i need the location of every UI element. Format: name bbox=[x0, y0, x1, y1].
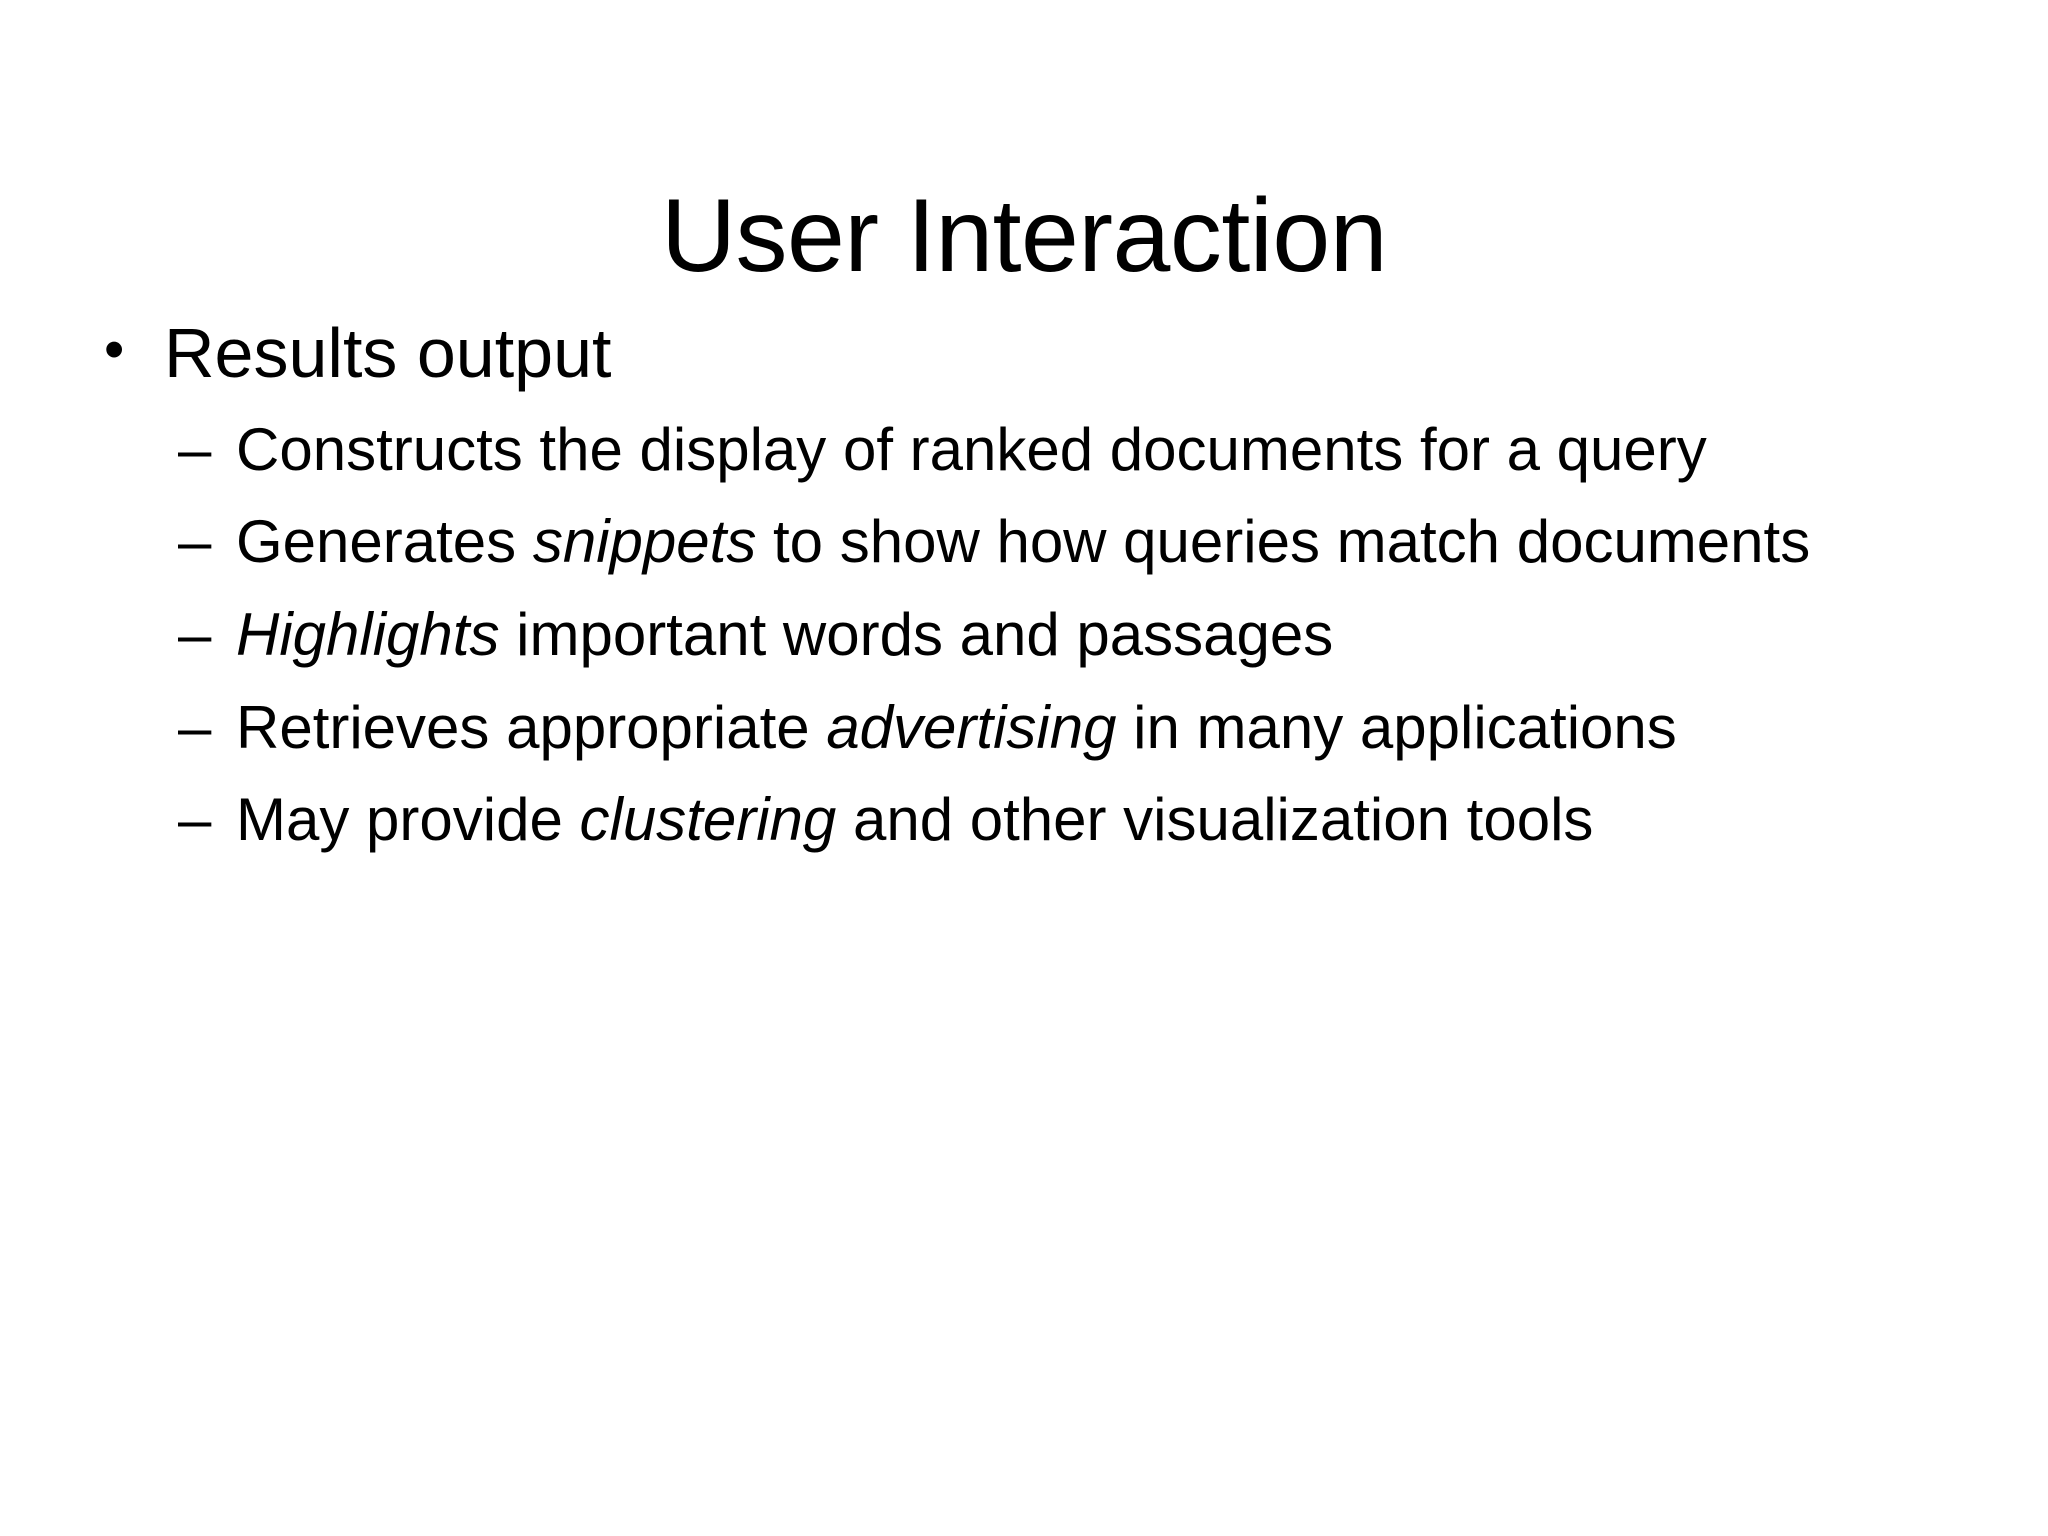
bullet-level2-label: May provide clustering and other visuali… bbox=[236, 786, 1594, 854]
list-item: – Constructs the display of ranked docum… bbox=[96, 413, 1976, 488]
list-item: – Highlights important words and passage… bbox=[96, 598, 1976, 673]
bullet-dash-icon: – bbox=[178, 600, 212, 668]
bullet-dash-icon: – bbox=[178, 693, 212, 761]
bullet-level2-list: – Constructs the display of ranked docum… bbox=[96, 413, 1976, 858]
list-item: – Generates snippets to show how queries… bbox=[96, 505, 1976, 580]
bullet-level2-label: Generates snippets to show how queries m… bbox=[236, 508, 1811, 576]
bullet-level2-label: Highlights important words and passages bbox=[236, 600, 1334, 668]
list-item: – Retrieves appropriate advertising in m… bbox=[96, 691, 1976, 766]
slide-body: • Results output – Constructs the displa… bbox=[96, 312, 1976, 876]
bullet-level1-label: Results output bbox=[164, 314, 612, 392]
page-title: User Interaction bbox=[660, 177, 1388, 294]
bullet-level2-label: Retrieves appropriate advertising in man… bbox=[236, 693, 1677, 761]
bullet-dash-icon: – bbox=[178, 415, 212, 483]
bullet-level1-results-output: • Results output bbox=[96, 312, 1976, 395]
bullet-dash-icon: – bbox=[178, 786, 212, 854]
bullet-level2-label: Constructs the display of ranked documen… bbox=[236, 415, 1707, 483]
bullet-dash-icon: – bbox=[178, 508, 212, 576]
list-item: – May provide clustering and other visua… bbox=[96, 783, 1976, 858]
bullet-dot-icon: • bbox=[104, 317, 125, 382]
